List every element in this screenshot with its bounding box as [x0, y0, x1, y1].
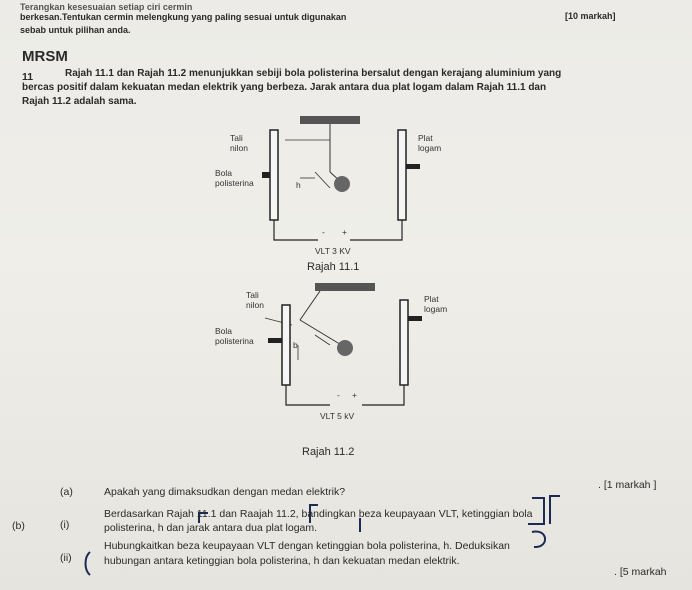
header-line-2: berkesan.Tentukan cermin melengkung yang…: [20, 12, 347, 22]
part-bi-line-1: Berdasarkan Rajah 11.1 dan Raajah 11.2, …: [104, 508, 533, 520]
ball-2: [337, 340, 353, 356]
label-plate-2b: logam: [424, 304, 447, 314]
label-ball-2b: polisterina: [215, 336, 254, 346]
header-line-1: Terangkan kesesuaian setiap ciri cermin: [20, 2, 193, 12]
label-thread-1: Tali: [230, 133, 243, 143]
caption-rajah-11-2: Rajah 11.2: [302, 446, 355, 458]
right-plate-arrow-2: [408, 316, 422, 321]
label-supply-2: VLT 5 kV: [320, 411, 355, 421]
wire-left-2: [285, 385, 330, 406]
label-ball-2: Bola: [215, 326, 232, 336]
pen-bracket-4: [549, 495, 560, 524]
left-plate-arrow-1: [262, 172, 270, 178]
part-a-label: (a): [60, 486, 73, 498]
part-bii-marks: . [5 markah: [614, 566, 667, 578]
label-plate-2: Plat: [424, 294, 439, 304]
thread-upper-2: [299, 290, 321, 321]
pen-bracket-3: [528, 497, 545, 525]
question-source: MRSM: [22, 48, 68, 65]
right-plate-2: [399, 299, 409, 386]
question-intro-line-3: Rajah 11.2 adalah sama.: [22, 96, 137, 107]
part-bii-line-2: hubungan antara ketinggian bola polister…: [104, 555, 460, 567]
left-plate-arrow-2: [268, 338, 282, 343]
label-thread-2: Tali: [246, 290, 259, 300]
part-bii-line-1: Hubungkaitkan beza keupayaan VLT dengan …: [104, 540, 510, 552]
question-number: 11: [22, 71, 34, 83]
pen-bracket-6: [84, 551, 91, 576]
label-minus-1: -: [322, 227, 325, 237]
ceiling-support-2: [315, 283, 375, 291]
label-plus-1: +: [342, 227, 347, 237]
part-b-label: (b): [12, 520, 25, 532]
question-intro-line-1: Rajah 11.1 dan Rajah 11.2 menunjukkan se…: [65, 68, 562, 79]
wire-right-1: [350, 220, 403, 241]
ball-1: [334, 176, 350, 192]
part-a-question: Apakah yang dimaksudkan dengan medan ele…: [104, 486, 346, 498]
diagram-11-1: Tali nilon Plat logam Bola polisterina h…: [215, 116, 441, 256]
part-bi-label: (i): [60, 519, 70, 531]
pen-annotations: [84, 495, 560, 576]
diagram-11-2: Tali nilon Plat logam Bola polisterina b…: [215, 283, 447, 421]
left-plate-1: [269, 129, 279, 221]
pen-bracket-1: [309, 504, 318, 523]
header-marks: [10 markah]: [565, 11, 616, 21]
right-plate-arrow-1: [406, 164, 420, 169]
left-plate-2: [281, 304, 291, 386]
label-supply-1: VLT 3 KV: [315, 246, 351, 256]
caption-rajah-11-1: Rajah 11.1: [307, 261, 360, 273]
h-arrow-1: [314, 171, 331, 189]
pen-bracket-2: [198, 512, 208, 523]
wire-right-2: [362, 385, 405, 406]
label-ball-1: Bola: [215, 168, 232, 178]
label-plate-1b: logam: [418, 143, 441, 153]
h-arrow-2: [314, 334, 331, 346]
part-a-marks: . [1 markah ]: [598, 479, 657, 491]
header-line-3: sebab untuk pilihan anda.: [20, 25, 131, 35]
label-h-1: h: [296, 180, 301, 190]
label-minus-2: -: [337, 390, 340, 400]
thread-lower-2: [299, 319, 344, 347]
part-bii-label: (ii): [60, 552, 72, 564]
label-plus-2: +: [352, 390, 357, 400]
label-plate-1: Plat: [418, 133, 433, 143]
wire-left-1: [273, 220, 318, 241]
label-thread-2b: nilon: [246, 300, 264, 310]
ceiling-support-1: [300, 116, 360, 124]
label-h-2: b: [293, 340, 298, 350]
part-bi-line-2: polisterina, h dan jarak antara dua plat…: [104, 522, 318, 534]
question-intro-line-2: bercas positif dalam kekuatan medan elek…: [22, 82, 547, 93]
right-plate-1: [397, 129, 407, 221]
pen-bracket-7: [531, 530, 546, 549]
label-ball-1b: polisterina: [215, 178, 254, 188]
label-thread-1b: nilon: [230, 143, 248, 153]
